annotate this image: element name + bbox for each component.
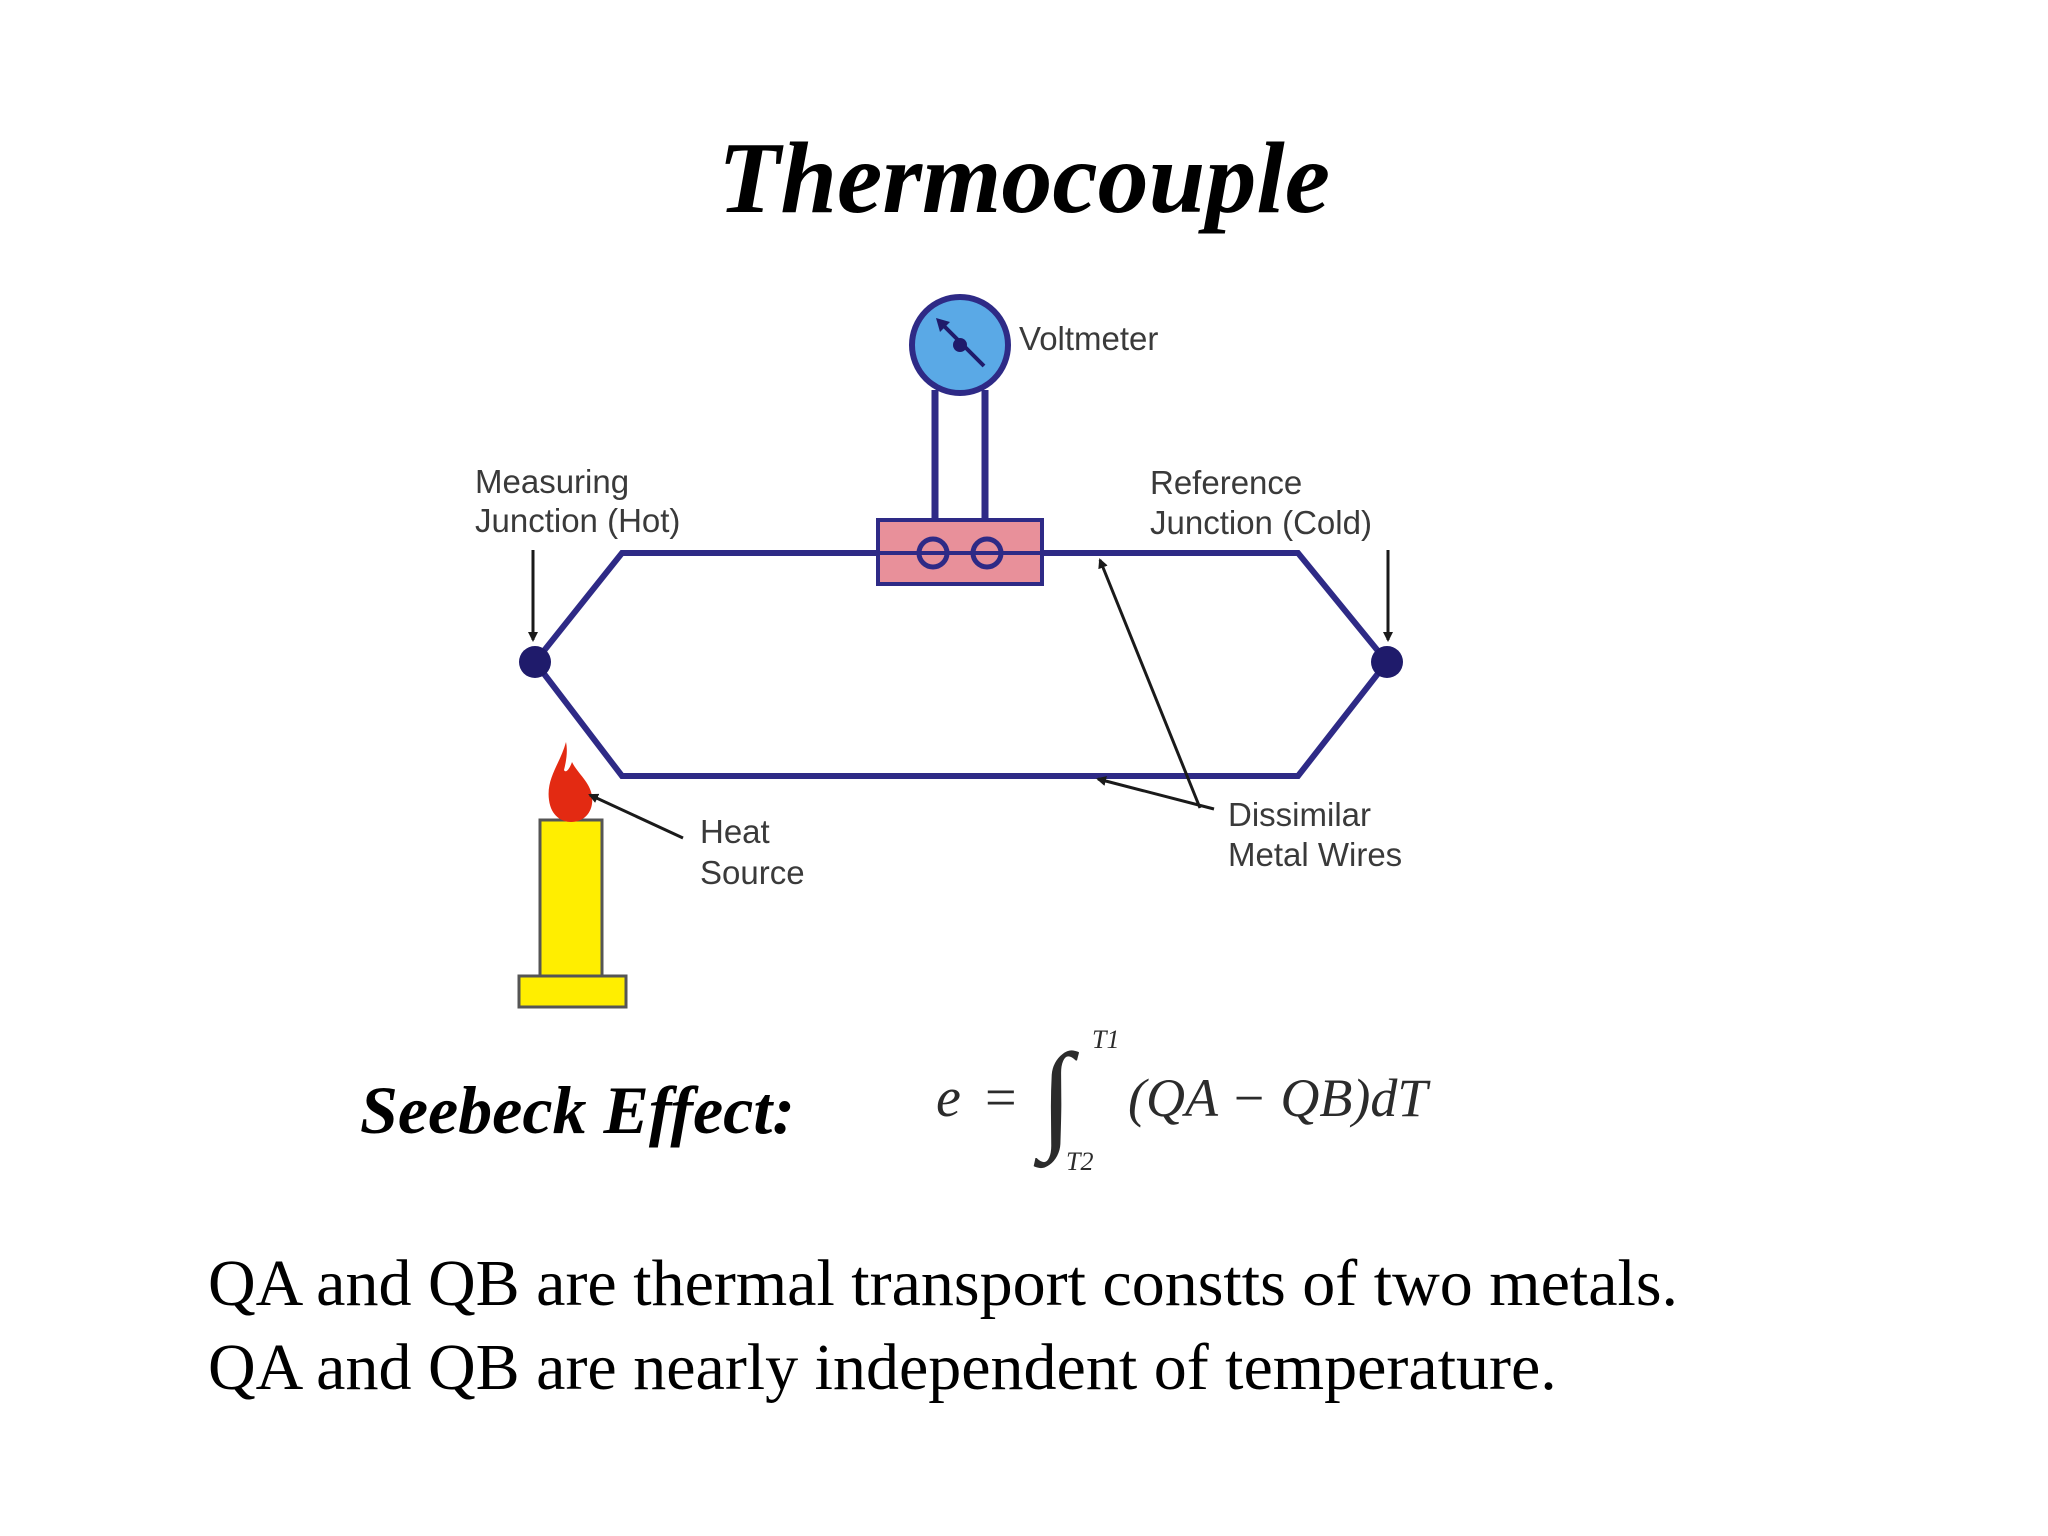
seebeck-equation: e = ∫ T1 T2 (QA − QB)dT xyxy=(936,1025,1431,1176)
voltmeter-icon xyxy=(909,294,1011,396)
integral-sign: ∫ xyxy=(1033,1029,1080,1169)
equation-integrand: (QA − QB)dT xyxy=(1128,1068,1431,1128)
voltmeter-label: Voltmeter xyxy=(1019,320,1158,357)
notes-list: QA and QB are thermal transport constts … xyxy=(208,1242,1678,1410)
note-line: QA and QB are thermal transport constts … xyxy=(208,1247,1679,1320)
slide-title: Thermocouple xyxy=(718,122,1330,235)
reference-junction-dot xyxy=(1371,646,1403,678)
measuring-junction-label-line2: Junction (Hot) xyxy=(475,502,680,539)
heat-source-arrow xyxy=(588,793,684,840)
reference-junction-label-line2: Junction (Cold) xyxy=(1150,504,1372,541)
metal-wires-label-line2: Metal Wires xyxy=(1228,836,1402,873)
equation-lower-limit: T2 xyxy=(1066,1147,1093,1176)
candle-icon xyxy=(517,818,628,1009)
seebeck-effect-label: Seebeck Effect: xyxy=(360,1072,795,1148)
note-line: QA and QB are nearly independent of temp… xyxy=(208,1331,1557,1404)
metal-wires-label-line1: Dissimilar xyxy=(1228,796,1371,833)
lower-wire-arrow xyxy=(1096,776,1215,811)
measuring-junction-label-line1: Measuring xyxy=(475,463,629,500)
equation-upper-limit: T1 xyxy=(1092,1025,1119,1054)
heat-source-label-line1: Heat xyxy=(700,813,770,850)
reference-junction-label-line1: Reference xyxy=(1150,464,1302,501)
lower-wire xyxy=(532,660,1390,779)
equation-lhs: e xyxy=(936,1067,961,1129)
upper-wire-arrow xyxy=(1098,558,1202,809)
heat-source-label-line2: Source xyxy=(700,854,805,891)
flame-icon xyxy=(548,742,593,822)
terminal-block xyxy=(876,518,1044,586)
measuring-junction-dot xyxy=(519,646,551,678)
equation-equals: = xyxy=(985,1067,1017,1129)
